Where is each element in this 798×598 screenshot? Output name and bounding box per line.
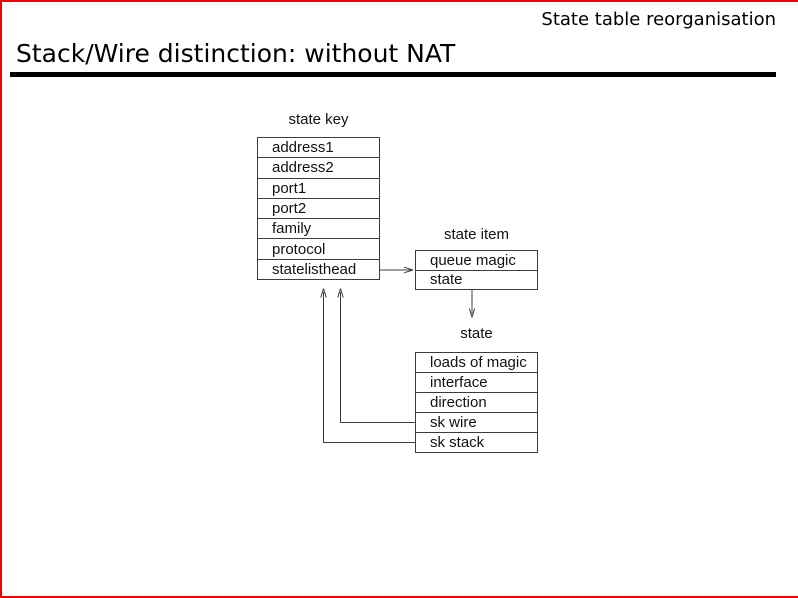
table-row: port1 bbox=[258, 179, 379, 199]
title-underline bbox=[10, 72, 776, 77]
state-item-label: state item bbox=[443, 226, 510, 243]
table-row: protocol bbox=[258, 239, 379, 260]
arrow-statelisthead-to-state-item bbox=[380, 266, 414, 274]
table-row: interface bbox=[416, 373, 537, 393]
page-title: Stack/Wire distinction: without NAT bbox=[16, 39, 456, 68]
table-row: address1 bbox=[258, 138, 379, 159]
red-bottom-border bbox=[0, 596, 798, 598]
state-item-table: queue magic state bbox=[415, 250, 538, 290]
table-row: address2 bbox=[258, 158, 379, 179]
red-left-border bbox=[0, 0, 2, 598]
table-row: loads of magic bbox=[416, 353, 537, 373]
table-row: statelisthead bbox=[272, 260, 357, 278]
arrow-state-item-to-state bbox=[468, 290, 476, 318]
arrow-sk-wire-to-statelisthead bbox=[337, 288, 415, 423]
state-key-table: address1 address2 port1 port2 family pro… bbox=[257, 137, 380, 280]
table-row: direction bbox=[416, 393, 537, 413]
table-row: sk stack bbox=[430, 434, 485, 451]
deck-title: State table reorganisation bbox=[541, 9, 776, 30]
arrow-sk-stack-to-statelisthead bbox=[320, 288, 415, 443]
red-top-border bbox=[0, 0, 798, 2]
table-row: state bbox=[430, 271, 463, 289]
table-row: family bbox=[258, 219, 379, 240]
state-key-label: state key bbox=[288, 111, 349, 128]
state-table: loads of magic interface direction sk wi… bbox=[415, 352, 538, 453]
table-row: queue magic bbox=[416, 251, 537, 271]
table-row: port2 bbox=[258, 199, 379, 220]
table-row: sk wire bbox=[416, 413, 537, 433]
state-label: state bbox=[460, 325, 493, 342]
